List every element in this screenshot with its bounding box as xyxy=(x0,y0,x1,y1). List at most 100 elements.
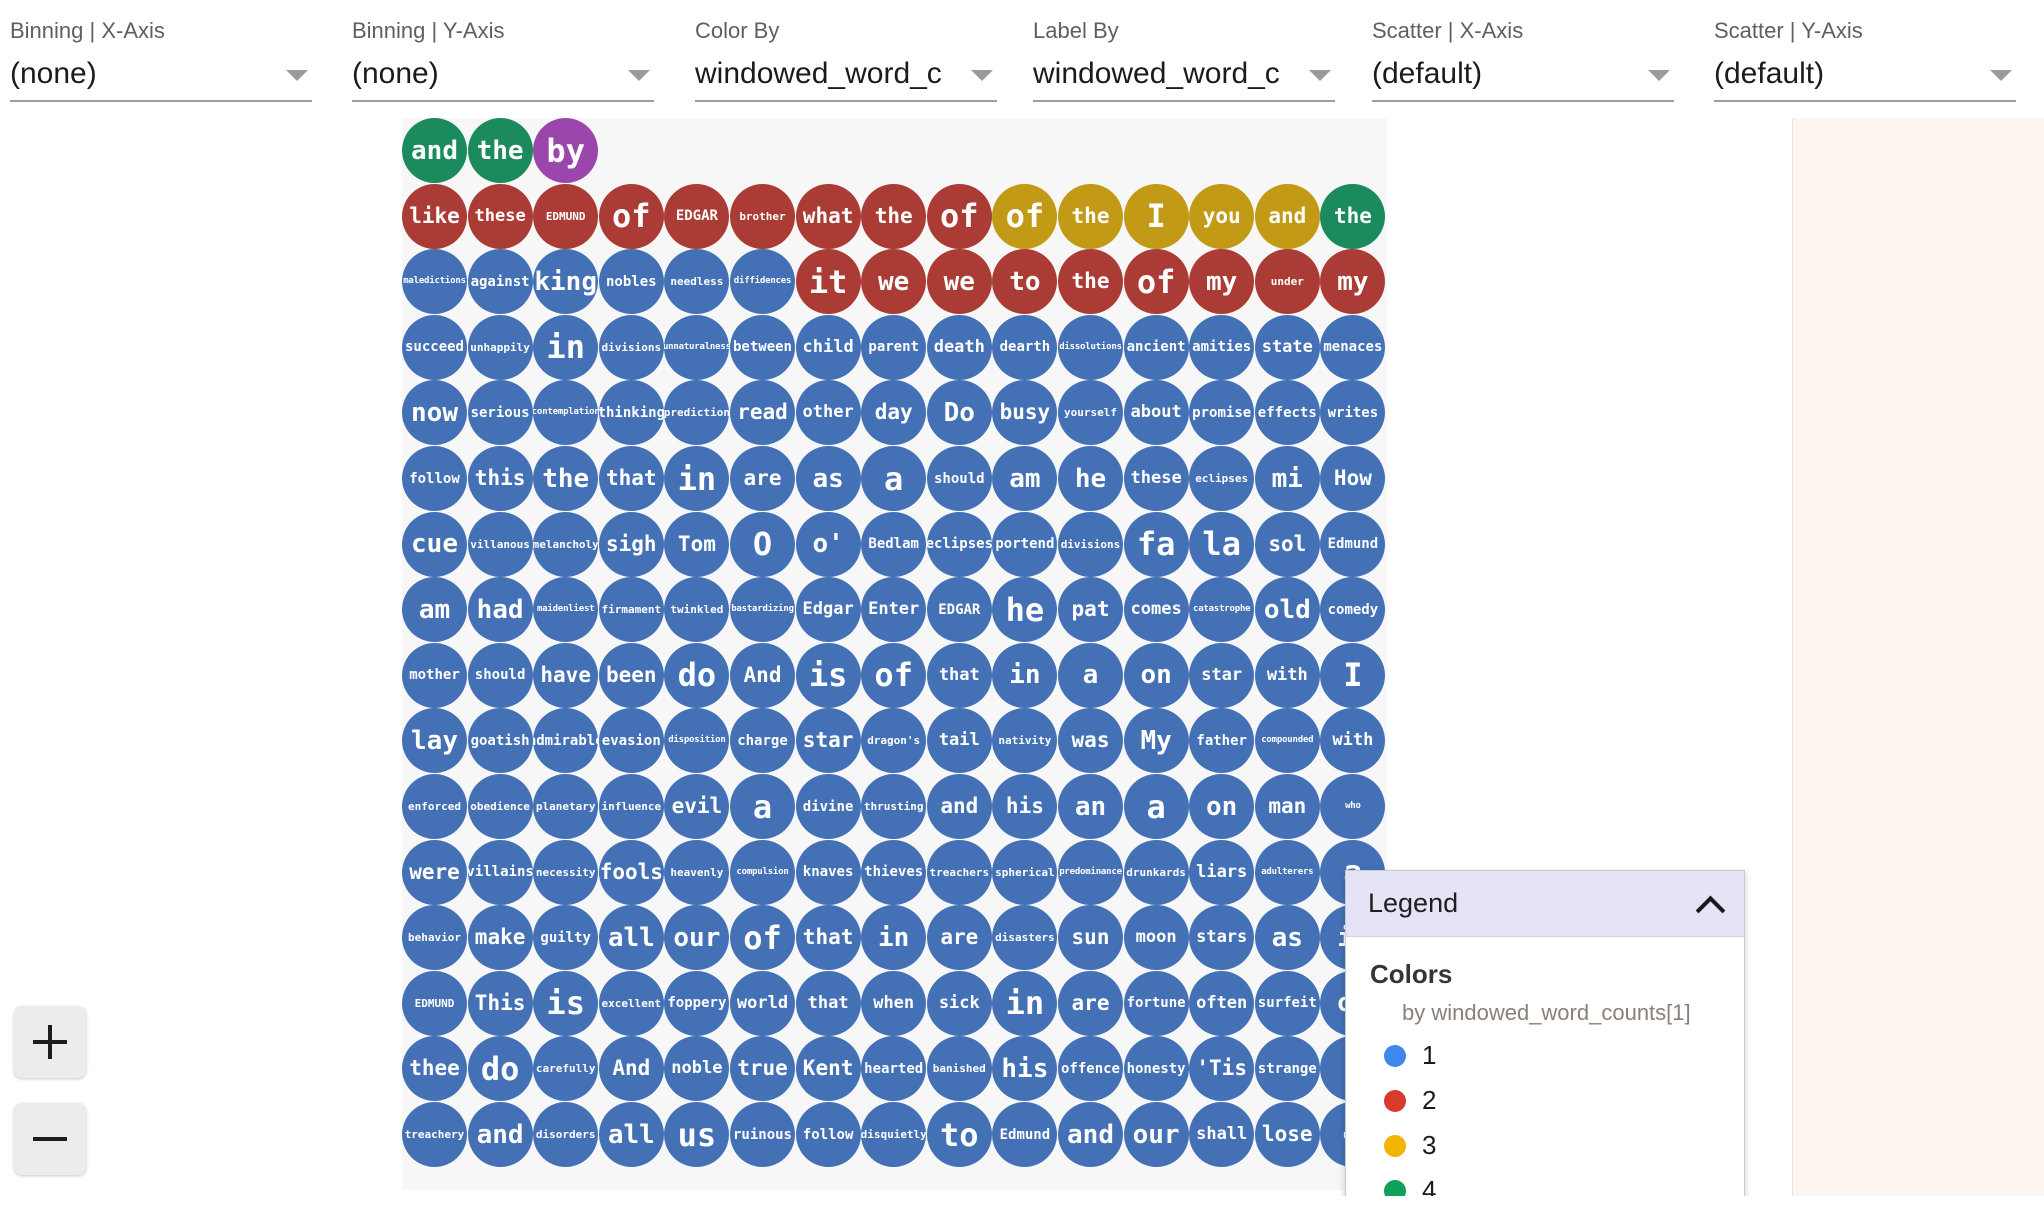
control-scatter-x-axis[interactable]: Scatter | X-Axis(default) xyxy=(1372,18,1674,102)
bubble-point[interactable]: Edmund xyxy=(992,1102,1058,1167)
bubble-point[interactable]: 'Tis xyxy=(1189,1036,1255,1102)
control-select[interactable]: (none) xyxy=(352,54,654,102)
bubble-point[interactable]: day xyxy=(861,380,927,446)
bubble-point[interactable]: prediction xyxy=(664,380,730,446)
bubble-point[interactable]: he xyxy=(1058,446,1123,511)
bubble-point[interactable]: knaves xyxy=(795,839,861,905)
bubble-point[interactable]: that xyxy=(795,970,861,1036)
bubble-point[interactable]: ruinous xyxy=(730,1102,795,1167)
bubble-point[interactable]: banished xyxy=(926,1036,992,1102)
bubble-point[interactable]: o' xyxy=(795,511,861,577)
bubble-point[interactable]: with xyxy=(1254,642,1320,708)
bubble-point[interactable]: when xyxy=(861,970,927,1036)
legend-item[interactable]: 3 xyxy=(1384,1130,1744,1161)
bubble-point[interactable]: by xyxy=(533,118,599,183)
bubble-point[interactable]: promise xyxy=(1189,380,1255,446)
bubble-point[interactable]: in xyxy=(992,970,1058,1036)
bubble-point[interactable]: true xyxy=(730,1036,795,1102)
bubble-point[interactable]: was xyxy=(1058,708,1123,774)
bubble-point[interactable]: shall xyxy=(1189,1102,1255,1167)
bubble-point[interactable]: unnaturalness xyxy=(664,314,730,380)
control-scatter-y-axis[interactable]: Scatter | Y-Axis(default) xyxy=(1714,18,2016,102)
bubble-point[interactable]: maledictions xyxy=(402,249,467,315)
bubble-point[interactable]: unhappily xyxy=(467,314,533,380)
control-binning-y-axis[interactable]: Binning | Y-Axis(none) xyxy=(352,18,654,102)
bubble-point[interactable]: follow xyxy=(795,1102,861,1167)
legend-header[interactable]: Legend xyxy=(1346,871,1744,937)
bubble-point[interactable]: his xyxy=(992,1036,1058,1102)
bubble-point[interactable]: bastardizing xyxy=(730,577,795,643)
bubble-point[interactable]: heavenly xyxy=(664,839,730,905)
bubble-point[interactable]: on xyxy=(1189,774,1255,839)
bubble-point[interactable]: thinking xyxy=(598,380,664,446)
bubble-point[interactable]: between xyxy=(730,314,795,380)
bubble-point[interactable]: child xyxy=(795,314,861,380)
bubble-point[interactable]: liars xyxy=(1189,839,1255,905)
bubble-point[interactable]: Edgar xyxy=(795,577,861,643)
bubble-point[interactable]: surfeit xyxy=(1254,970,1320,1036)
bubble-point[interactable]: la xyxy=(1189,511,1255,577)
bubble-point[interactable]: do xyxy=(664,642,730,708)
bubble-point[interactable]: comedy xyxy=(1320,577,1386,643)
bubble-point[interactable]: other xyxy=(795,380,861,446)
bubble-point[interactable]: as xyxy=(795,446,861,511)
bubble-point[interactable]: lay xyxy=(402,708,467,774)
bubble-point[interactable]: stars xyxy=(1189,905,1255,971)
bubble-point[interactable]: EDMUND xyxy=(402,970,467,1036)
bubble-point[interactable]: melancholy xyxy=(533,511,599,577)
bubble-point[interactable]: thee xyxy=(402,1036,467,1102)
bubble-point[interactable]: offence xyxy=(1058,1036,1123,1102)
bubble-point[interactable]: had xyxy=(467,577,533,643)
bubble-point[interactable]: catastrophe xyxy=(1189,577,1255,643)
bubble-point[interactable]: tail xyxy=(926,708,992,774)
bubble-point[interactable]: guilty xyxy=(533,905,599,971)
bubble-point[interactable]: compulsion xyxy=(730,839,795,905)
bubble-point[interactable]: Bedlam xyxy=(861,511,927,577)
bubble-point[interactable]: predominance xyxy=(1058,839,1123,905)
bubble-point[interactable]: the xyxy=(1320,183,1386,249)
bubble-point[interactable]: who xyxy=(1320,774,1386,839)
bubble-point[interactable]: are xyxy=(1058,970,1123,1036)
bubble-point[interactable]: man xyxy=(1254,774,1320,839)
chevron-down-icon[interactable] xyxy=(1309,70,1331,81)
legend-panel[interactable]: Legend Colors by windowed_word_counts[1]… xyxy=(1345,870,1745,1196)
bubble-point[interactable]: of xyxy=(926,183,992,249)
bubble-point[interactable]: you xyxy=(1189,183,1255,249)
bubble-point[interactable]: mother xyxy=(402,642,467,708)
bubble-point[interactable]: of xyxy=(861,642,927,708)
bubble-point[interactable]: This xyxy=(467,970,533,1036)
chevron-up-icon[interactable] xyxy=(1700,893,1722,915)
bubble-point[interactable]: what xyxy=(795,183,861,249)
control-binning-x-axis[interactable]: Binning | X-Axis(none) xyxy=(10,18,312,102)
bubble-point[interactable]: this xyxy=(467,446,533,511)
bubble-point[interactable]: king xyxy=(533,249,599,315)
bubble-point[interactable]: EDGAR xyxy=(926,577,992,643)
bubble-point[interactable]: should xyxy=(467,642,533,708)
bubble-point[interactable]: goatish xyxy=(467,708,533,774)
bubble-point[interactable]: star xyxy=(1189,642,1255,708)
bubble-point[interactable]: Edmund xyxy=(1320,511,1386,577)
bubble-point[interactable]: my xyxy=(1189,249,1255,315)
bubble-point[interactable]: sigh xyxy=(598,511,664,577)
control-select[interactable]: windowed_word_c xyxy=(1033,54,1335,102)
bubble-point[interactable]: excellent xyxy=(598,970,664,1036)
bubble-point[interactable]: eclipses xyxy=(926,511,992,577)
bubble-point[interactable]: comes xyxy=(1123,577,1189,643)
bubble-point[interactable]: spherical xyxy=(992,839,1058,905)
bubble-point[interactable]: fa xyxy=(1123,511,1189,577)
bubble-point[interactable]: serious xyxy=(467,380,533,446)
zoom-in-button[interactable] xyxy=(14,1006,86,1078)
bubble-point[interactable]: to xyxy=(992,249,1058,315)
bubble-point[interactable]: of xyxy=(1123,249,1189,315)
bubble-point[interactable]: pat xyxy=(1058,577,1123,643)
bubble-point[interactable]: portend xyxy=(992,511,1058,577)
bubble-point[interactable]: thieves xyxy=(861,839,927,905)
bubble-point[interactable]: planetary xyxy=(533,774,599,839)
bubble-point[interactable]: contemplation xyxy=(533,380,599,446)
bubble-point[interactable]: needless xyxy=(664,249,730,315)
bubble-point[interactable]: Do xyxy=(926,380,992,446)
bubble-point[interactable]: carefully xyxy=(533,1036,599,1102)
bubble-point[interactable]: succeed xyxy=(402,314,467,380)
